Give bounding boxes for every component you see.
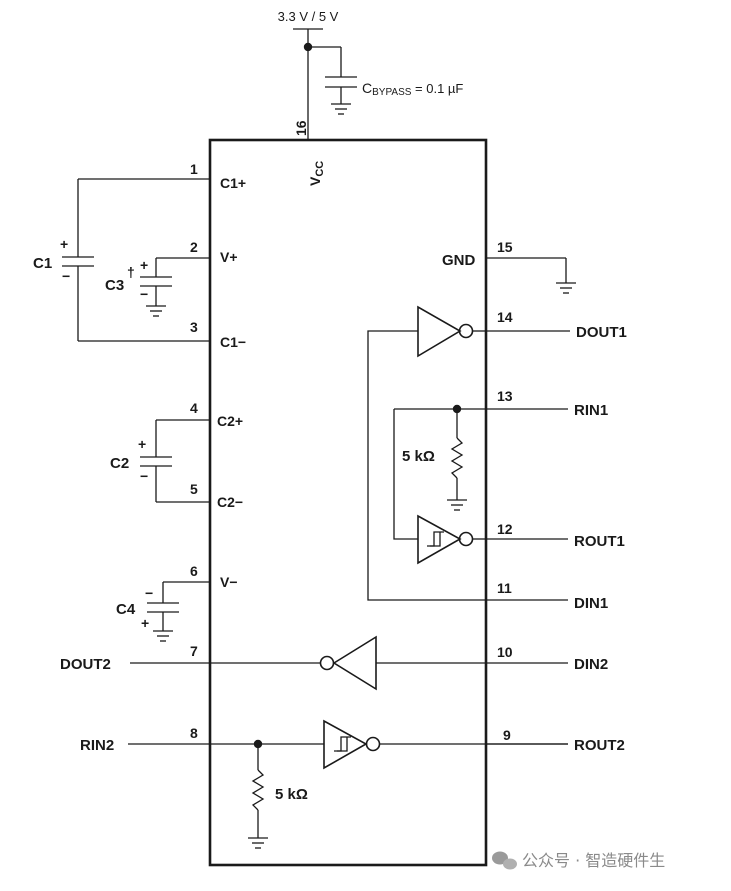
pin-13: 13 RIN1 <box>394 388 608 419</box>
pin-6: 6 V− <box>163 563 238 590</box>
pin-13-number: 13 <box>497 388 513 404</box>
pin-3-name: C1− <box>220 334 246 350</box>
c1-plus: + <box>60 236 68 252</box>
driver-2-triangle <box>332 635 377 691</box>
receiver-1-schmitt-icon <box>427 531 444 547</box>
c4-ground-icon <box>153 630 173 642</box>
receiver-1 <box>393 409 486 565</box>
pin-1: 1 C1+ <box>78 161 246 191</box>
pin-7-name: DOUT2 <box>60 656 111 673</box>
pin-12-name: ROUT1 <box>574 533 625 550</box>
pin-6-name: V− <box>220 574 238 590</box>
pin-6-number: 6 <box>190 563 198 579</box>
pin-8-number: 8 <box>190 725 198 741</box>
pin-9-number: 9 <box>503 727 511 743</box>
pin-1-name: C1+ <box>220 175 246 191</box>
pin-4-name: C2+ <box>217 413 243 429</box>
capacitor-c2: + − C2 <box>110 420 172 502</box>
pin-2-number: 2 <box>190 239 198 255</box>
resistor-r1: 5 kΩ <box>402 409 467 511</box>
resistor-r2: 5 kΩ <box>248 744 308 849</box>
supply-voltage-label: 3.3 V / 5 V <box>278 9 339 24</box>
watermark: 公众号 · 智造硬件生 <box>492 851 665 870</box>
c4-minus: − <box>145 585 153 601</box>
r1-label: 5 kΩ <box>402 448 435 465</box>
driver-1 <box>367 305 486 601</box>
bypass-ground-icon <box>331 103 351 115</box>
receiver-2-bubble <box>365 736 381 752</box>
pin-3-number: 3 <box>190 319 198 335</box>
c4-plus: + <box>141 615 149 631</box>
receiver-2-schmitt-icon <box>334 736 351 752</box>
pin-4-number: 4 <box>190 400 198 416</box>
c3-label: C3 <box>105 277 124 294</box>
pin-12: 12 ROUT1 <box>486 521 625 550</box>
vcc-label: VCC <box>307 161 326 186</box>
pin-10-number: 10 <box>497 644 513 660</box>
pin-5: 5 C2− <box>156 481 243 510</box>
pin-9-name: ROUT2 <box>574 737 625 754</box>
pin-7-number: 7 <box>190 643 198 659</box>
chip-body <box>208 138 488 867</box>
pin-4: 4 C2+ <box>156 400 243 429</box>
pin-7: 7 DOUT2 <box>60 643 320 673</box>
driver-2 <box>319 635 486 691</box>
pin-1-number: 1 <box>190 161 198 177</box>
c4-label: C4 <box>116 601 136 618</box>
r2-label: 5 kΩ <box>275 786 308 803</box>
pin-11-name: DIN1 <box>574 595 608 612</box>
pin-10-name: DIN2 <box>574 656 608 673</box>
r1-ground-icon <box>447 499 467 511</box>
pin-13-name: RIN1 <box>574 402 608 419</box>
pin-5-name: C2− <box>217 494 243 510</box>
c2-label: C2 <box>110 455 129 472</box>
c3-minus: − <box>140 286 148 302</box>
c2-plus: + <box>138 436 146 452</box>
receiver-1-triangle <box>417 514 462 565</box>
c2-minus: − <box>140 468 148 484</box>
pin-5-number: 5 <box>190 481 198 497</box>
pin-8-name: RIN2 <box>80 737 114 754</box>
pin-15-number: 15 <box>497 239 513 255</box>
pin-16-number: 16 <box>293 120 309 136</box>
pin-14: 14 DOUT1 <box>486 309 627 341</box>
supply-network: 3.3 V / 5 V CBYPASS = 0.1 µF <box>278 9 463 140</box>
pin-14-number: 14 <box>497 309 513 325</box>
pin-14-name: DOUT1 <box>576 324 627 341</box>
c3-plus: + <box>140 257 148 273</box>
capacitor-c3: + − C3 † <box>105 257 172 317</box>
pin-11: 11 DIN1 <box>486 580 608 612</box>
c3-dagger: † <box>127 264 135 280</box>
capacitor-c4: − + C4 <box>116 582 179 642</box>
r2-ground-icon <box>248 837 268 849</box>
pin-9: 9 ROUT2 <box>486 727 625 754</box>
receiver-2-triangle <box>323 719 368 770</box>
capacitor-c1: + − C1 <box>33 179 94 341</box>
pin-8: 8 RIN2 <box>80 725 324 754</box>
pin-12-number: 12 <box>497 521 513 537</box>
pin-2-name: V+ <box>220 249 238 265</box>
pin-3: 3 C1− <box>78 319 246 350</box>
wechat-icon <box>492 851 517 870</box>
c1-minus: − <box>62 268 70 284</box>
gnd-label: GND <box>442 252 476 269</box>
pin-15: 15 GND <box>442 239 576 294</box>
watermark-text: 公众号 · 智造硬件生 <box>522 851 665 870</box>
pin-10: 10 DIN2 <box>486 644 608 673</box>
pin-11-number: 11 <box>497 580 512 596</box>
gnd-ground-icon <box>556 282 576 294</box>
driver-1-triangle <box>417 305 462 358</box>
driver-2-bubble <box>319 655 335 671</box>
pin-2: 2 V+ <box>156 239 238 265</box>
bypass-label: CBYPASS = 0.1 µF <box>362 80 463 98</box>
c1-label: C1 <box>33 255 52 272</box>
c3-ground-icon <box>146 305 166 317</box>
